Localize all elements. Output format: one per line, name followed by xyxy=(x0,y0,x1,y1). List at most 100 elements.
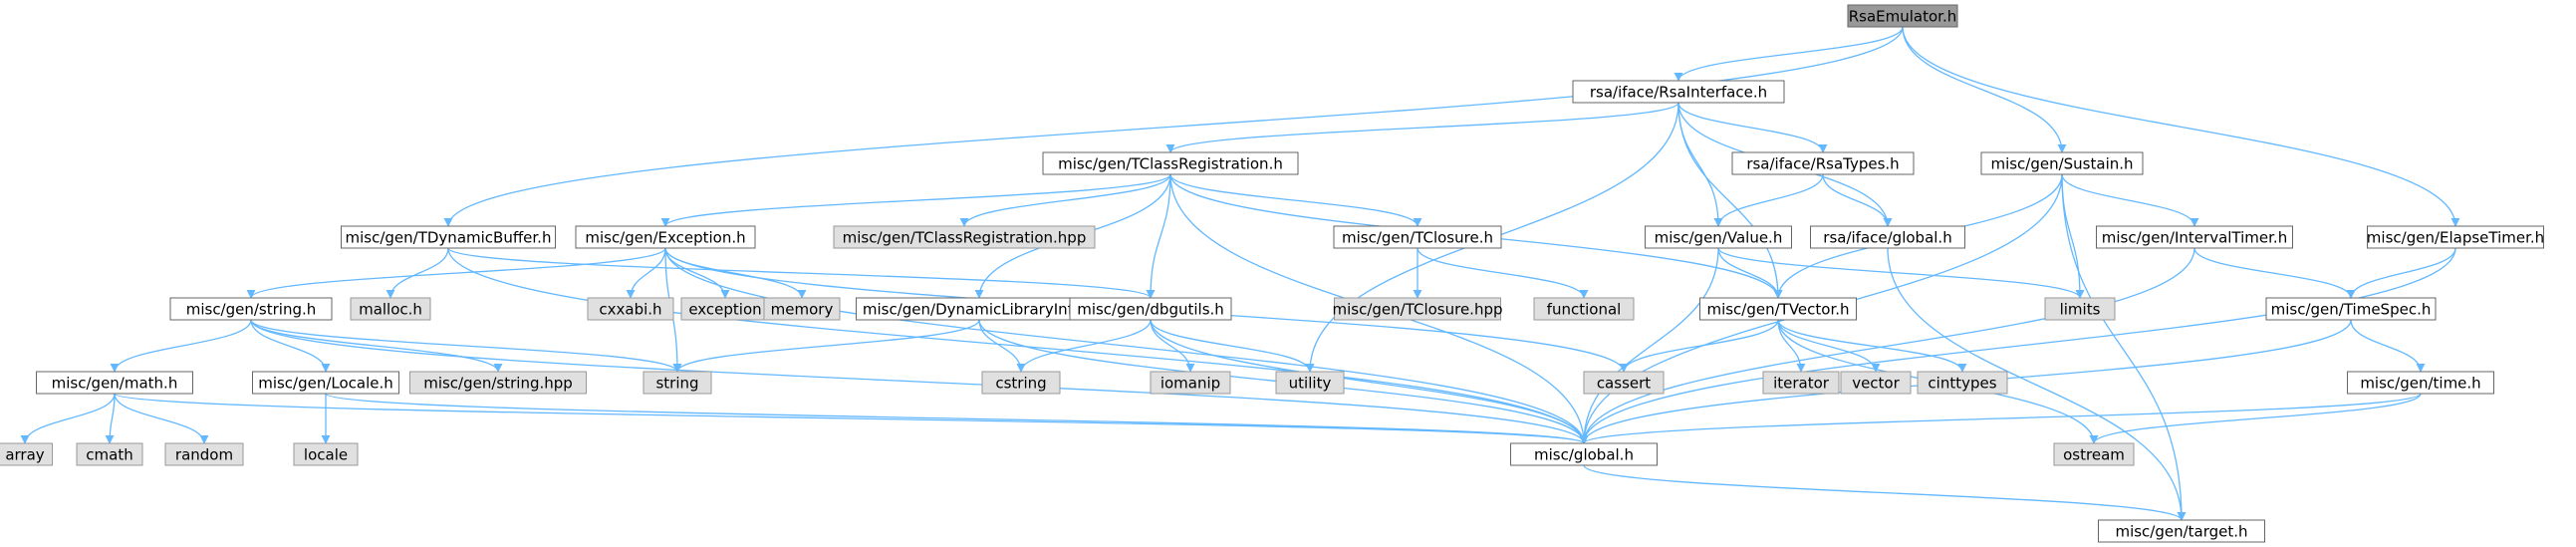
node-box-rsa-iface-rsainterface-h xyxy=(1572,80,1785,104)
node-misc-gen-timespec-h[interactable]: misc/gen/TimeSpec.h xyxy=(2265,297,2437,321)
node-cassert: cassert xyxy=(1583,371,1665,395)
node-label-misc-gen-sustain-h: misc/gen/Sustain.h xyxy=(1990,155,2133,173)
node-cxxabi-h: cxxabi.h xyxy=(587,297,674,321)
node-misc-gen-exception-h[interactable]: misc/gen/Exception.h xyxy=(575,225,756,249)
node-random: random xyxy=(164,442,244,466)
node-box-rsa-iface-global-h xyxy=(1810,225,1965,249)
node-misc-gen-target-h[interactable]: misc/gen/target.h xyxy=(2098,519,2265,543)
edge-n12-n41 xyxy=(1579,247,2456,444)
edge-n0-n5 xyxy=(443,26,1904,227)
node-box-rsa-iface-rsatypes-h xyxy=(1731,151,1915,175)
edge-n11-n24 xyxy=(2193,247,2356,299)
node-rsa-iface-rsainterface-h[interactable]: rsa/iface/RsaInterface.h xyxy=(1572,80,1785,104)
edge-n1-n9 xyxy=(1677,102,1723,227)
node-label-misc-gen-string-hpp: misc/gen/string.hpp xyxy=(423,375,573,393)
node-misc-gen-tclosure-h[interactable]: misc/gen/TClosure.h xyxy=(1333,225,1502,249)
node-rsa-iface-rsatypes-h[interactable]: rsa/iface/RsaTypes.h xyxy=(1731,151,1915,175)
node-label-misc-gen-exception-h: misc/gen/Exception.h xyxy=(585,229,745,247)
edge-n0-n4 xyxy=(1902,26,2067,153)
node-rsa-iface-global-h[interactable]: rsa/iface/global.h xyxy=(1810,225,1965,249)
node-box-misc-gen-exception-h xyxy=(575,225,756,249)
node-misc-gen-tvector-h[interactable]: misc/gen/TVector.h xyxy=(1699,297,1857,321)
node-misc-gen-sustain-h[interactable]: misc/gen/Sustain.h xyxy=(1980,151,2144,175)
node-label-cmath: cmath xyxy=(86,446,132,464)
node-label-iterator: iterator xyxy=(1773,375,1830,393)
edge-n14-n25 xyxy=(110,319,252,373)
edge-n3-n9 xyxy=(1713,173,1824,227)
node-malloc-h: malloc.h xyxy=(350,297,431,321)
node-label-limits: limits xyxy=(2060,301,2101,319)
node-misc-gen-dbgutils-h[interactable]: misc/gen/dbgutils.h xyxy=(1069,297,1232,321)
node-label-exception: exception xyxy=(688,301,761,319)
node-box-misc-gen-tdynamicbuffer-h xyxy=(341,225,556,249)
node-misc-gen-time-h[interactable]: misc/gen/time.h xyxy=(2347,371,2494,395)
node-label-misc-global-h: misc/global.h xyxy=(1534,446,1634,464)
node-box-misc-gen-tvector-h xyxy=(1699,297,1857,321)
node-box-iterator xyxy=(1762,371,1840,395)
node-cstring: cstring xyxy=(981,371,1061,395)
node-box-misc-gen-elapsetimer-h xyxy=(2367,225,2544,249)
edge-n2-n19 xyxy=(1146,173,1171,299)
node-box-misc-gen-value-h xyxy=(1645,225,1792,249)
edge-n19-n30 xyxy=(1150,319,1195,373)
node-label-misc-gen-dynamiclibraryinfo-h: misc/gen/DynamicLibraryInfo.h xyxy=(863,301,1096,319)
node-label-utility: utility xyxy=(1289,375,1332,393)
node-misc-gen-tclassregistration-h[interactable]: misc/gen/TClassRegistration.h xyxy=(1042,151,1299,175)
node-label-misc-gen-timespec-h: misc/gen/TimeSpec.h xyxy=(2271,301,2432,319)
node-box-cinttypes xyxy=(1917,371,2008,395)
node-box-utility xyxy=(1275,371,1345,395)
edge-n36-n42 xyxy=(2089,393,2422,444)
edge-n1-n22 xyxy=(1677,102,1783,299)
node-misc-gen-string-hpp: misc/gen/string.hpp xyxy=(409,371,587,395)
node-misc-gen-tclosure-hpp: misc/gen/TClosure.hpp xyxy=(1332,297,1503,321)
node-array: array xyxy=(0,442,53,466)
edge-n6-n41 xyxy=(664,247,1589,444)
node-misc-gen-tclassregistration-hpp: misc/gen/TClassRegistration.hpp xyxy=(833,225,1096,249)
edge-n14-n27 xyxy=(250,319,503,373)
node-misc-gen-elapsetimer-h[interactable]: misc/gen/ElapseTimer.h xyxy=(2367,225,2544,249)
node-misc-global-h[interactable]: misc/global.h xyxy=(1510,442,1658,466)
node-misc-gen-dynamiclibraryinfo-h[interactable]: misc/gen/DynamicLibraryInfo.h xyxy=(856,297,1103,321)
edge-n3-n10 xyxy=(1822,173,1893,227)
node-label-misc-gen-tdynamicbuffer-h: misc/gen/TDynamicBuffer.h xyxy=(346,229,552,247)
edge-n8-n21 xyxy=(1417,247,1589,299)
node-label-cstring: cstring xyxy=(995,375,1046,393)
node-misc-gen-tdynamicbuffer-h[interactable]: misc/gen/TDynamicBuffer.h xyxy=(341,225,556,249)
node-label-functional: functional xyxy=(1547,301,1622,319)
node-misc-gen-string-h[interactable]: misc/gen/string.h xyxy=(169,297,333,321)
node-label-misc-gen-elapsetimer-h: misc/gen/ElapseTimer.h xyxy=(2367,229,2544,247)
node-misc-gen-math-h[interactable]: misc/gen/math.h xyxy=(36,371,193,395)
node-label-misc-gen-dbgutils-h: misc/gen/dbgutils.h xyxy=(1077,301,1224,319)
node-box-misc-gen-tclassregistration-h xyxy=(1042,151,1299,175)
node-locale: locale xyxy=(293,442,359,466)
edge-n4-n43 xyxy=(2061,173,2187,521)
edge-n6-n16 xyxy=(664,247,730,299)
node-memory: memory xyxy=(763,297,841,321)
node-misc-gen-locale-h[interactable]: misc/gen/Locale.h xyxy=(252,371,399,395)
node-label-rsa-iface-rsatypes-h: rsa/iface/RsaTypes.h xyxy=(1746,155,1899,173)
node-box-misc-gen-time-h xyxy=(2347,371,2494,395)
edge-n14-n28 xyxy=(250,319,682,373)
node-label-iomanip: iomanip xyxy=(1160,375,1220,393)
edge-n5-n19 xyxy=(447,247,1156,299)
node-box-cmath xyxy=(76,442,143,466)
node-box-memory xyxy=(763,297,841,321)
edge-n5-n41 xyxy=(447,247,1589,444)
node-label-misc-gen-tclosure-h: misc/gen/TClosure.h xyxy=(1342,229,1493,247)
node-label-cxxabi-h: cxxabi.h xyxy=(599,301,661,319)
edge-n10-n43 xyxy=(1887,247,2187,521)
node-label-memory: memory xyxy=(771,301,834,319)
edge-n9-n22 xyxy=(1717,247,1783,299)
node-box-misc-gen-math-h xyxy=(36,371,193,395)
edge-n41-n43 xyxy=(1583,464,2187,521)
node-label-ostream: ostream xyxy=(2063,446,2125,464)
node-label-misc-gen-locale-h: misc/gen/Locale.h xyxy=(258,375,393,393)
node-misc-gen-value-h[interactable]: misc/gen/Value.h xyxy=(1645,225,1792,249)
edge-n25-n38 xyxy=(105,393,116,444)
node-label-misc-gen-value-h: misc/gen/Value.h xyxy=(1655,229,1783,247)
edge-n22-n32 xyxy=(1619,319,1779,373)
node-misc-gen-intervaltimer-h[interactable]: misc/gen/IntervalTimer.h xyxy=(2096,225,2293,249)
node-rsaemulator-h[interactable]: RsaEmulator.h xyxy=(1847,4,1958,28)
edge-n0-n12 xyxy=(1902,26,2460,227)
